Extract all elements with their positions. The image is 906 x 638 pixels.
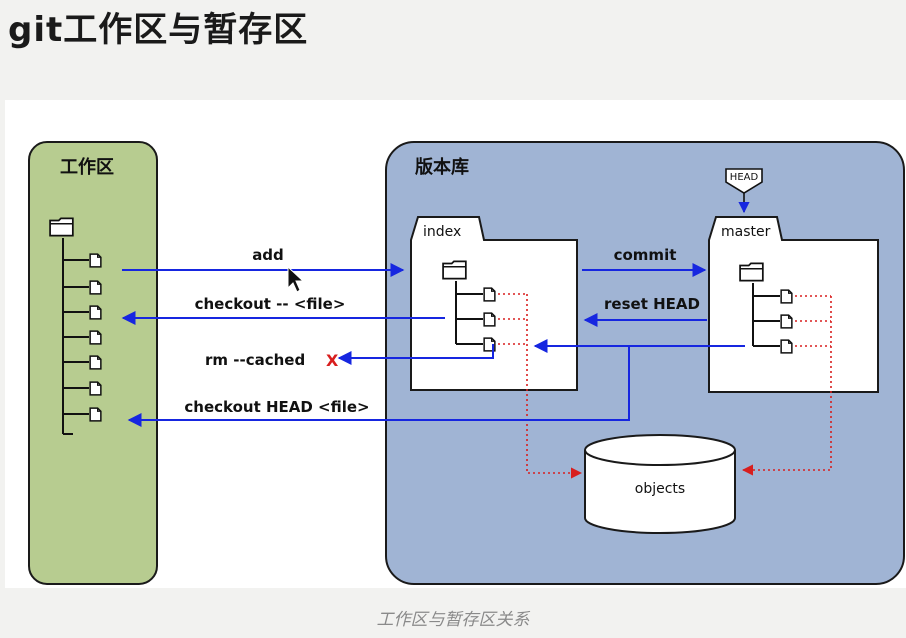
reset-head-arrow: reset HEAD bbox=[583, 295, 707, 327]
workspace-folder-icon bbox=[49, 217, 74, 237]
file-icon bbox=[483, 287, 496, 302]
workspace-label: 工作区 bbox=[60, 156, 114, 178]
head-label: HEAD bbox=[730, 172, 759, 183]
add-arrow: add bbox=[122, 246, 405, 277]
master-to-objects-links bbox=[741, 295, 832, 476]
mouse-cursor-icon bbox=[287, 265, 305, 293]
master-box: master bbox=[708, 216, 879, 393]
file-icon bbox=[89, 330, 102, 345]
file-icon bbox=[780, 289, 793, 304]
repository-label: 版本库 bbox=[415, 156, 469, 178]
reset-head-command-label: reset HEAD bbox=[604, 295, 700, 313]
index-box: index bbox=[410, 216, 578, 391]
git-workspace-diagram: 工作区 版本库 HEAD bbox=[28, 141, 905, 585]
commit-command-label: commit bbox=[614, 246, 677, 264]
master-folder-icon bbox=[739, 262, 764, 282]
checkout-head-arrow: checkout HEAD <file> bbox=[127, 339, 745, 427]
workspace-box: 工作区 bbox=[28, 141, 158, 585]
checkout-head-command-label: checkout HEAD <file> bbox=[184, 398, 369, 416]
checkout-file-arrow: checkout -- <file> bbox=[121, 295, 445, 325]
head-pointer: HEAD bbox=[725, 168, 763, 214]
master-label: master bbox=[721, 224, 771, 240]
add-command-label: add bbox=[252, 246, 284, 264]
file-icon bbox=[483, 312, 496, 327]
index-to-objects-links bbox=[498, 293, 583, 479]
file-icon bbox=[89, 280, 102, 295]
checkout-file-command-label: checkout -- <file> bbox=[195, 295, 346, 313]
rm-cached-command-label: rm --cached bbox=[205, 351, 305, 369]
objects-store: objects bbox=[584, 434, 736, 534]
workspace-file-tree bbox=[63, 253, 102, 435]
file-icon bbox=[89, 305, 102, 320]
file-icon bbox=[780, 339, 793, 354]
file-icon bbox=[89, 355, 102, 370]
index-label: index bbox=[423, 224, 461, 240]
commit-arrow: commit bbox=[582, 246, 707, 277]
file-icon bbox=[89, 253, 102, 268]
diagram-panel: 工作区 版本库 HEAD bbox=[5, 100, 906, 588]
rm-cached-mark: X bbox=[326, 351, 339, 370]
index-folder-icon bbox=[442, 260, 467, 280]
rm-cached-arrow: rm --cached X bbox=[205, 344, 494, 370]
figure-caption: 工作区与暂存区关系 bbox=[376, 610, 530, 630]
file-icon bbox=[780, 314, 793, 329]
objects-label: objects bbox=[635, 481, 685, 497]
page-title: git工作区与暂存区 bbox=[8, 10, 309, 50]
file-icon bbox=[89, 407, 102, 422]
file-icon bbox=[89, 381, 102, 396]
